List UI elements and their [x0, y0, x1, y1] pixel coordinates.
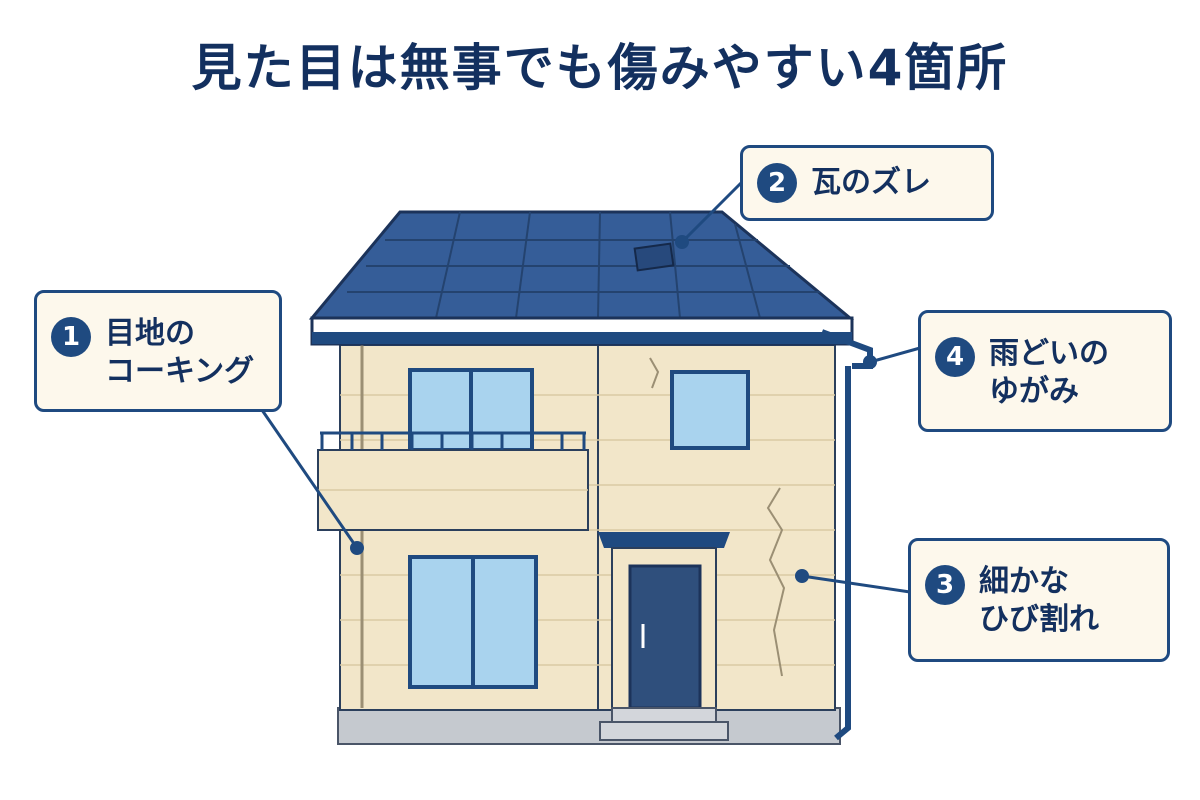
callout-cracks: 3 細かな ひび割れ — [908, 538, 1170, 662]
callout-number: 2 — [757, 163, 797, 203]
leader-dots — [350, 235, 877, 583]
entrance-step-upper — [611, 707, 717, 723]
callout-label: 瓦のズレ — [811, 165, 931, 201]
callout-number: 3 — [925, 565, 965, 605]
callout-label: 目地の コーキング — [105, 316, 255, 389]
downpipe — [834, 366, 851, 741]
callout-number: 1 — [51, 317, 91, 357]
entrance-door — [628, 564, 702, 710]
callout-gutter: 4 雨どいの ゆがみ — [918, 310, 1172, 432]
wall-crack — [766, 487, 786, 677]
page-title: 見た目は無事でも傷みやすい4箇所 — [191, 39, 1009, 97]
entrance-step-lower — [599, 721, 729, 741]
displaced-tile — [633, 242, 675, 272]
callout-number: 4 — [935, 337, 975, 377]
callout-label: 細かな ひび割れ — [979, 564, 1099, 637]
wall-crack-small — [649, 357, 660, 389]
callout-caulking: 1 目地の コーキング — [34, 290, 282, 412]
callout-label: 雨どいの ゆがみ — [989, 336, 1109, 409]
entrance-canopy — [598, 532, 730, 548]
foundation — [337, 707, 841, 745]
callout-tile-shift: 2 瓦のズレ — [740, 145, 994, 221]
roof-tile-lines — [347, 211, 820, 319]
upper-right-window — [670, 370, 750, 450]
roof-fascia — [312, 332, 852, 344]
leader-lines — [260, 180, 921, 594]
balcony-railing — [320, 431, 586, 450]
